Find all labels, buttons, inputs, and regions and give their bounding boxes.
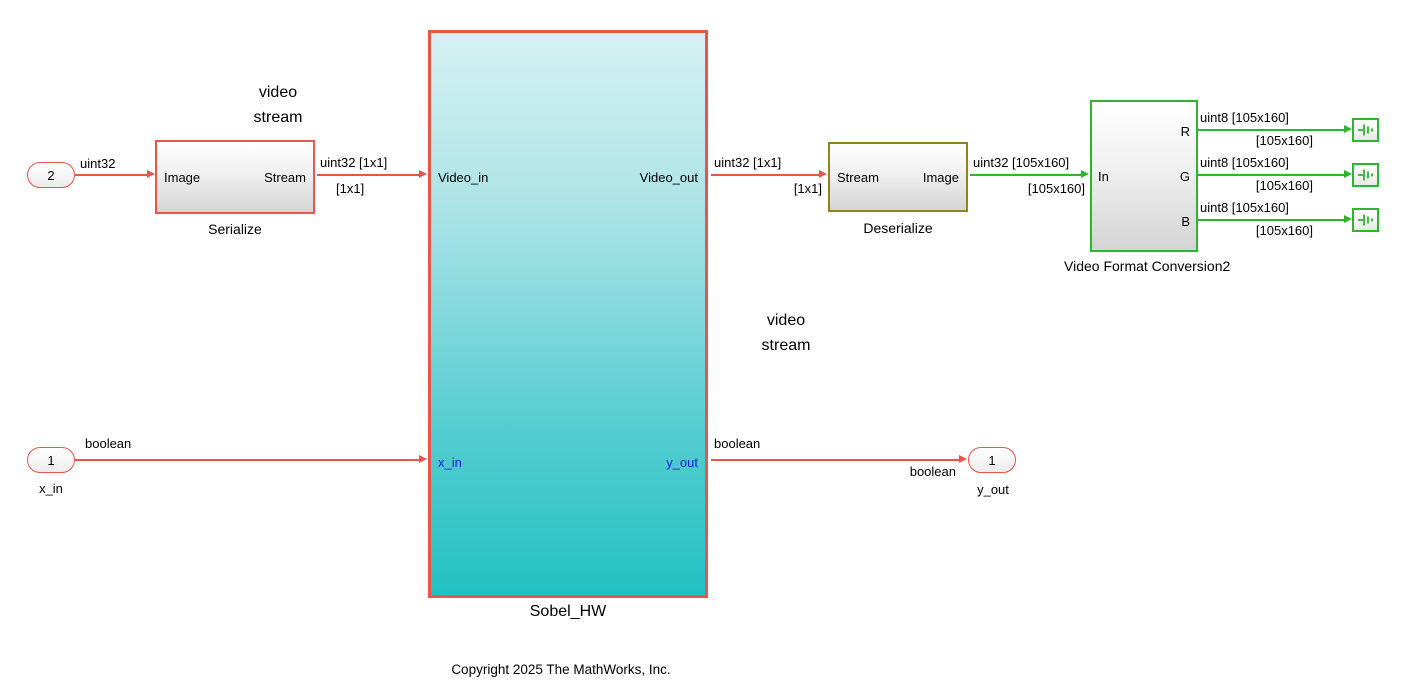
sobel-hw-block[interactable]: Video_in Video_out x_in y_out	[428, 30, 708, 598]
signal-label-105x160: [105x160]	[1255, 223, 1313, 238]
wire-arrowhead-icon	[1344, 215, 1352, 223]
wire-sobel-to-deserialize[interactable]	[711, 174, 820, 176]
deserialize-block[interactable]: Stream Image	[828, 142, 968, 212]
signal-label-1x1: [1x1]	[336, 181, 365, 196]
inport-1-number: 1	[47, 452, 55, 468]
wire-arrowhead-icon	[419, 170, 427, 178]
wire-g-to-terminator[interactable]	[1198, 174, 1346, 176]
outport-1-label: y_out	[977, 482, 1009, 497]
vfc-in-port-label: In	[1098, 169, 1109, 184]
terminator-block-r[interactable]	[1352, 118, 1379, 142]
signal-label-boolean: boolean	[909, 464, 956, 479]
wire-sobel-to-out1[interactable]	[711, 459, 960, 461]
terminator-icon	[1357, 124, 1373, 136]
sobel-y-out-port-label: y_out	[666, 455, 698, 470]
wire-arrowhead-icon	[1344, 125, 1352, 133]
signal-label-uint32-1x1: uint32 [1x1]	[714, 155, 782, 170]
sobel-x-in-port-label: x_in	[438, 455, 462, 470]
signal-label-uint32-1x1: uint32 [1x1]	[320, 155, 388, 170]
serialize-input-port-label: Image	[164, 170, 201, 185]
signal-label-105x160: [105x160]	[1027, 181, 1085, 196]
video-format-conversion2-block-name: Video Format Conversion2	[1064, 258, 1231, 274]
vfc-b-port-label: B	[1181, 214, 1190, 229]
vfc-r-port-label: R	[1180, 124, 1190, 139]
deserialize-input-port-label: Stream	[837, 170, 879, 185]
deserialize-output-port-label: Image	[922, 170, 959, 185]
annotation-video-stream-left: video stream	[253, 84, 303, 126]
wire-in1-to-sobel[interactable]	[75, 459, 420, 461]
copyright-text: Copyright 2025 The MathWorks, Inc.	[451, 662, 671, 677]
wire-arrowhead-icon	[1081, 170, 1089, 178]
wire-in2-to-serialize[interactable]	[75, 174, 148, 176]
outport-1-number: 1	[988, 452, 996, 468]
inport-2-number: 2	[47, 167, 55, 183]
signal-label-105x160: [105x160]	[1255, 133, 1313, 148]
signal-label-boolean: boolean	[85, 436, 132, 451]
wire-serialize-to-sobel[interactable]	[317, 174, 420, 176]
wire-b-to-terminator[interactable]	[1198, 219, 1346, 221]
signal-label-uint32: uint32	[80, 156, 116, 171]
vfc-g-port-label: G	[1179, 169, 1190, 184]
wire-arrowhead-icon	[959, 455, 967, 463]
signal-label-uint8-105x160: uint8 [105x160]	[1200, 155, 1289, 170]
wire-arrowhead-icon	[819, 170, 827, 178]
terminator-block-g[interactable]	[1352, 163, 1379, 187]
terminator-block-b[interactable]	[1352, 208, 1379, 232]
signal-label-uint32-105x160: uint32 [105x160]	[973, 155, 1070, 170]
terminator-icon	[1357, 169, 1373, 181]
inport-2[interactable]: 2	[27, 162, 75, 188]
inport-1[interactable]: 1	[27, 447, 75, 473]
signal-label-105x160: [105x160]	[1255, 178, 1313, 193]
serialize-output-port-label: Stream	[264, 170, 306, 185]
annotation-video-stream-right: video stream	[761, 312, 811, 354]
terminator-icon	[1357, 214, 1373, 226]
wire-arrowhead-icon	[147, 170, 155, 178]
sobel-hw-block-name: Sobel_HW	[529, 603, 607, 620]
wire-arrowhead-icon	[419, 455, 427, 463]
outport-1[interactable]: 1	[968, 447, 1016, 473]
wire-r-to-terminator[interactable]	[1198, 129, 1346, 131]
wire-arrowhead-icon	[1344, 170, 1352, 178]
sobel-video-in-port-label: Video_in	[438, 170, 489, 185]
inport-1-label: x_in	[39, 481, 63, 496]
signal-label-boolean: boolean	[714, 436, 761, 451]
deserialize-block-name: Deserialize	[863, 220, 933, 236]
signal-label-uint8-105x160: uint8 [105x160]	[1200, 200, 1289, 215]
wire-deserialize-to-vfc[interactable]	[970, 174, 1082, 176]
signal-label-uint8-105x160: uint8 [105x160]	[1200, 110, 1289, 125]
serialize-block[interactable]: Image Stream	[155, 140, 315, 214]
serialize-block-name: Serialize	[208, 221, 262, 237]
sobel-video-out-port-label: Video_out	[639, 170, 698, 185]
video-format-conversion2-block[interactable]: In R G B	[1090, 100, 1198, 252]
signal-label-1x1: [1x1]	[793, 181, 822, 196]
